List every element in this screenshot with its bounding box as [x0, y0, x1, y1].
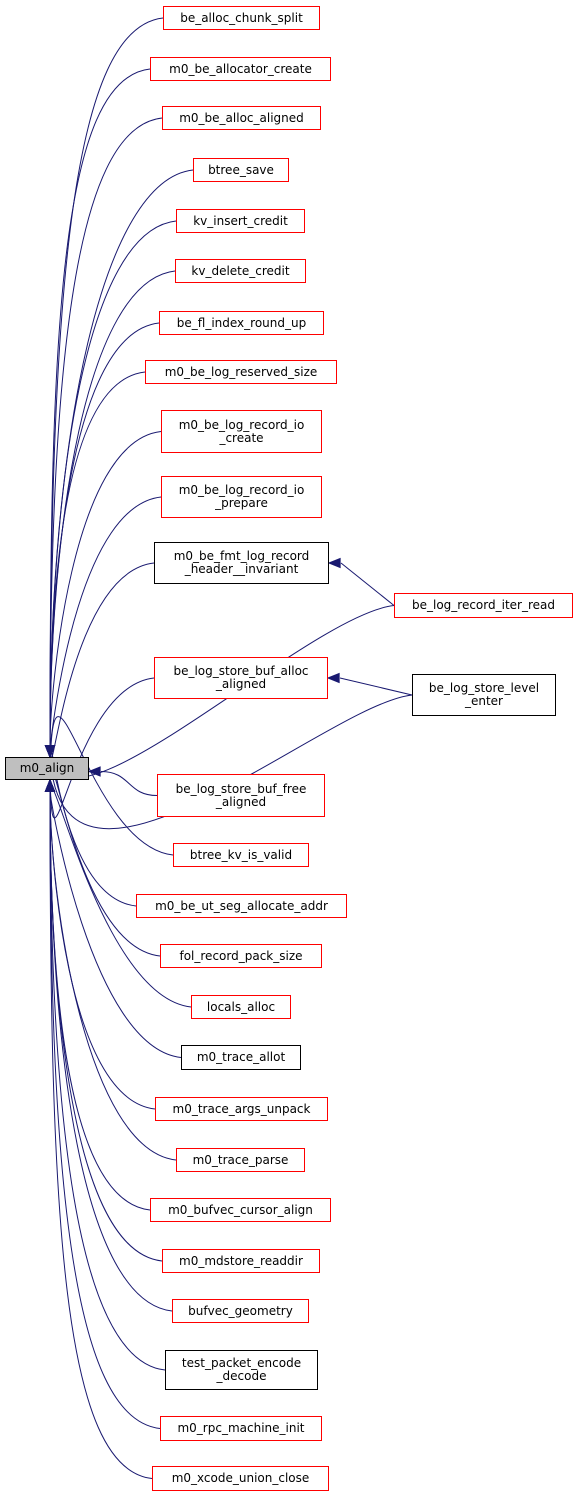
edge-n26-to-root: [49, 791, 166, 1371]
node-m0-be-ut-seg-allocate-addr[interactable]: m0_be_ut_seg_allocate_addr: [136, 894, 347, 918]
node-m0-align[interactable]: m0_align: [5, 757, 89, 780]
edge-n24-to-root: [49, 791, 163, 1262]
arrowhead-n14-n13: [326, 672, 340, 684]
edge-n18-to-root: [49, 769, 161, 957]
node-m0-be-allocator-create[interactable]: m0_be_allocator_create: [150, 57, 331, 81]
edge-n22-to-root: [49, 791, 177, 1161]
node-be-alloc-chunk-split[interactable]: be_alloc_chunk_split: [163, 6, 320, 30]
edge-n10-to-root: [49, 496, 162, 746]
edge-n20-to-root: [49, 791, 182, 1058]
node-m0-be-log-record-io-create[interactable]: m0_be_log_record_io_create: [161, 410, 322, 453]
node-kv-delete-credit[interactable]: kv_delete_credit: [175, 259, 306, 283]
arrowhead-n28: [44, 778, 56, 792]
edge-n25-to-root: [49, 791, 173, 1312]
edge-n16-to-root: [49, 716, 174, 856]
node-be-log-store-buf-alloc-aligned[interactable]: be_log_store_buf_alloc_aligned: [154, 657, 328, 699]
node-m0-mdstore-readdir[interactable]: m0_mdstore_readdir: [162, 1249, 320, 1273]
edge-n11-to-root: [49, 562, 155, 761]
node-m0-be-log-record-io-prepare[interactable]: m0_be_log_record_io_prepare: [161, 476, 322, 518]
node-m0-be-fmt-log-record-header-invariant[interactable]: m0_be_fmt_log_record_header__invariant: [154, 542, 329, 584]
node-m0-rpc-machine-init[interactable]: m0_rpc_machine_init: [160, 1416, 322, 1441]
node-m0-trace-args-unpack[interactable]: m0_trace_args_unpack: [155, 1097, 328, 1121]
node-m0-xcode-union-close[interactable]: m0_xcode_union_close: [152, 1466, 329, 1491]
node-be-log-store-buf-free-aligned[interactable]: be_log_store_buf_free_aligned: [157, 774, 325, 817]
node-locals-alloc[interactable]: locals_alloc: [191, 995, 291, 1019]
edge-n14-to-n13: [339, 677, 413, 696]
edge-n27-to-root: [49, 791, 161, 1429]
node-fol-record-pack-size[interactable]: fol_record_pack_size: [160, 944, 322, 968]
node-bufvec-geometry[interactable]: bufvec_geometry: [172, 1299, 309, 1323]
arrowhead-n15: [87, 766, 101, 777]
edge-n28-to-root: [49, 791, 153, 1479]
node-m0-be-alloc-aligned[interactable]: m0_be_alloc_aligned: [162, 106, 321, 130]
edge-n12-to-n11: [340, 562, 395, 606]
node-m0-trace-allot[interactable]: m0_trace_allot: [181, 1045, 301, 1070]
arrowhead-n12-n11: [327, 557, 341, 569]
edge-n7-to-root: [49, 322, 160, 746]
edge-n9-to-root: [49, 431, 162, 746]
edge-n23-to-root: [49, 791, 151, 1211]
node-test-packet-encode-decode[interactable]: test_packet_encode_decode: [165, 1350, 318, 1390]
node-kv-insert-credit[interactable]: kv_insert_credit: [176, 209, 305, 233]
node-be-log-store-level-enter[interactable]: be_log_store_level_enter: [412, 674, 556, 716]
node-m0-trace-parse[interactable]: m0_trace_parse: [176, 1148, 305, 1172]
edge-n15-to-root: [100, 771, 158, 796]
edge-n17-to-root: [49, 745, 137, 907]
node-be-log-record-iter-read[interactable]: be_log_record_iter_read: [394, 593, 573, 618]
node-btree-save[interactable]: btree_save: [193, 158, 289, 182]
edge-n8-to-root: [49, 371, 146, 746]
edge-n2-to-root: [49, 68, 151, 746]
node-btree-kv-is-valid[interactable]: btree_kv_is_valid: [173, 843, 309, 867]
edge-n3-to-root: [49, 117, 163, 746]
node-m0-be-log-reserved-size[interactable]: m0_be_log_reserved_size: [145, 360, 337, 384]
node-be-fl-index-round-up[interactable]: be_fl_index_round_up: [159, 311, 324, 335]
node-m0-bufvec-cursor-align[interactable]: m0_bufvec_cursor_align: [150, 1198, 331, 1222]
